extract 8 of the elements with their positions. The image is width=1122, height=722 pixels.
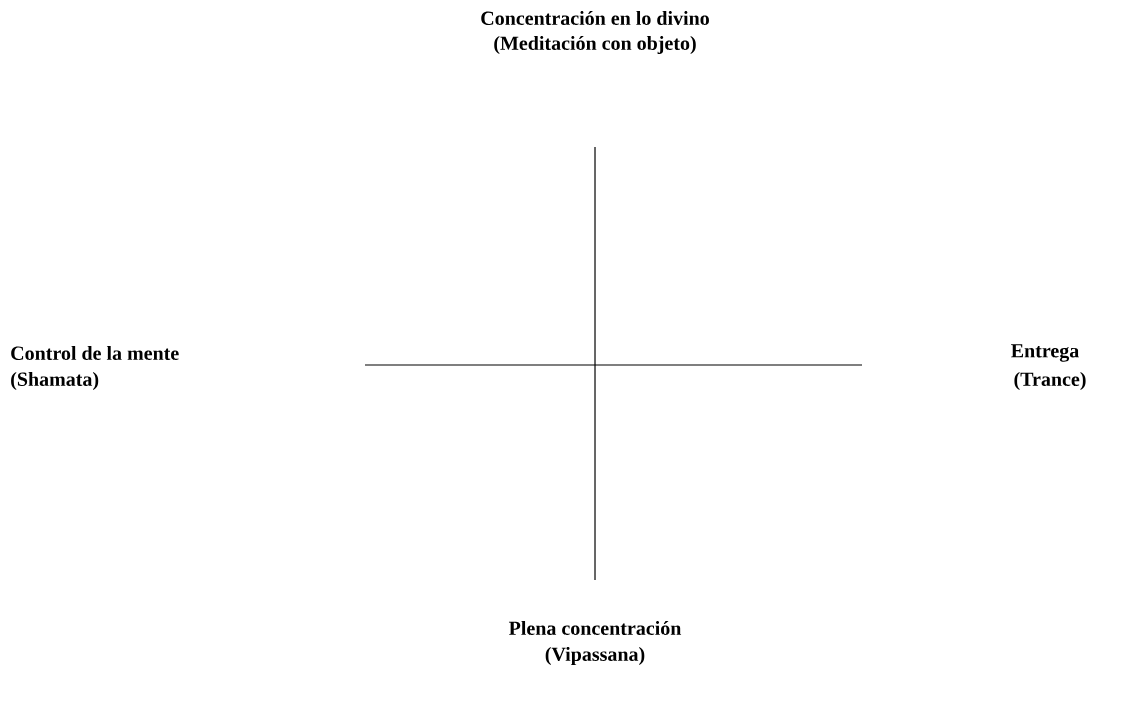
axis-label: Plena concentración: [509, 620, 682, 636]
axis-label: (Vipassana): [545, 646, 645, 666]
axis-label: (Trance): [1014, 371, 1086, 391]
axis-label: (Shamata): [11, 371, 99, 391]
axis-label: Concentración en lo divino: [481, 10, 709, 26]
axis-label: (Meditación con objeto): [494, 35, 696, 55]
axis-label: Control de la mente: [11, 345, 179, 360]
axis-label: Entrega: [1011, 344, 1079, 362]
